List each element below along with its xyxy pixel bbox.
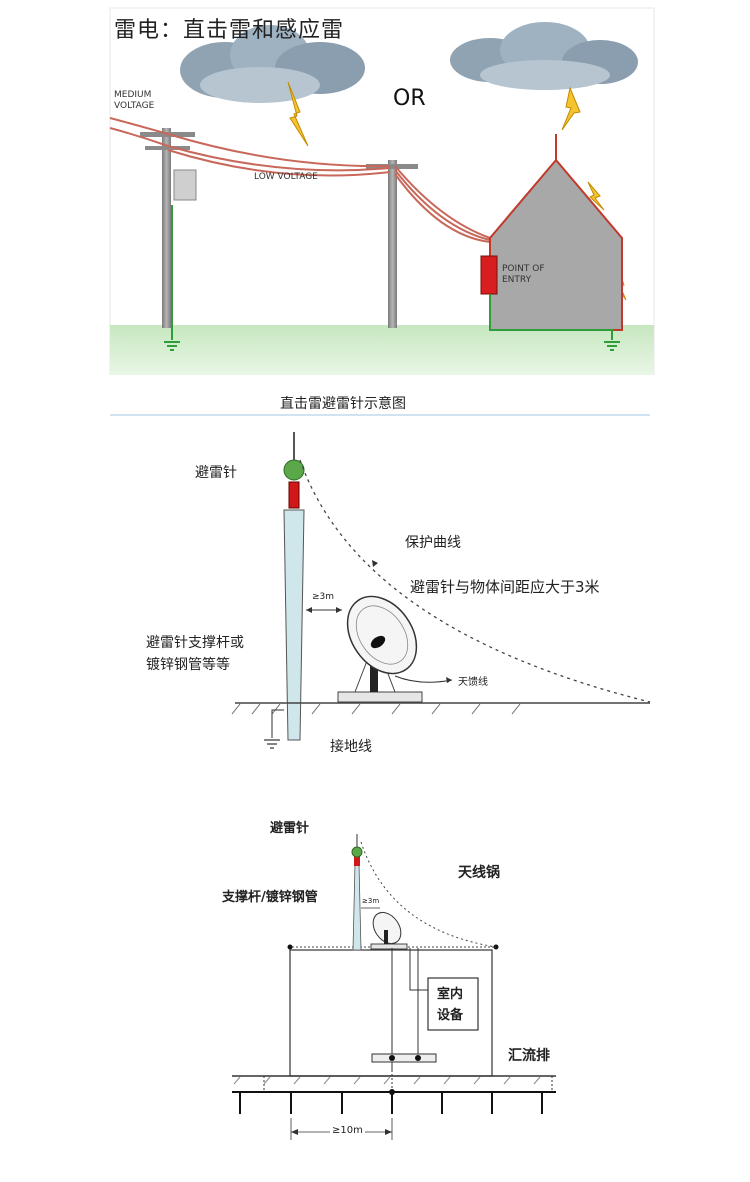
panel2-title: 直击雷避雷针示意图 bbox=[280, 396, 406, 412]
utility-pole-right bbox=[388, 160, 397, 328]
medium-voltage-label: MEDIUM VOLTAGE bbox=[114, 90, 154, 112]
lightning-bolt-icon bbox=[561, 86, 581, 131]
rod-ball-icon bbox=[283, 459, 305, 481]
low-voltage-label: LOW VOLTAGE bbox=[254, 172, 318, 182]
ground-strip bbox=[110, 325, 654, 375]
feeder-label: 天馈线 bbox=[458, 677, 488, 688]
rod-insulator bbox=[288, 481, 300, 509]
lightning-types-illustration bbox=[109, 7, 655, 375]
spacing-label: ≥10m bbox=[330, 1125, 365, 1136]
gap-label: ≥3m bbox=[362, 897, 380, 905]
protection-curve bbox=[360, 841, 497, 948]
point-of-entry-box bbox=[480, 255, 498, 295]
medium-voltage-line2: VOLTAGE bbox=[114, 101, 155, 111]
utility-pole-left bbox=[162, 128, 171, 328]
antenna-dish-label: 天线锅 bbox=[458, 865, 500, 881]
support-label: 避雷针支撑杆或 镀锌钢管等等 bbox=[146, 632, 244, 676]
support-mast bbox=[352, 863, 362, 951]
ground-symbol-icon bbox=[604, 341, 620, 351]
medium-voltage-line1: MEDIUM bbox=[114, 90, 152, 100]
storm-cloud-right bbox=[450, 22, 638, 90]
ground-wire-label: 接地线 bbox=[330, 739, 372, 755]
ground-symbol-icon bbox=[164, 341, 180, 351]
indoor-equipment-label: 室内 设备 bbox=[437, 984, 463, 1026]
panel1-title: 雷电：直击雷和感应雷 bbox=[114, 18, 345, 43]
point-of-entry-line1: POINT OF bbox=[502, 264, 545, 274]
indoor-equipment-box bbox=[427, 977, 479, 1031]
busbar bbox=[371, 1053, 437, 1063]
transformer bbox=[173, 169, 197, 201]
lightning-rod-diagram: 直击雷避雷针示意图 避雷针 保护曲线 避雷针与物体间距应大于3米 ≥3m 避雷针… bbox=[0, 380, 750, 780]
protection-curve-label: 保护曲线 bbox=[405, 535, 461, 551]
protection-curve bbox=[299, 459, 651, 703]
lightning-rod-label: 避雷针 bbox=[270, 821, 310, 836]
rod-ball-icon bbox=[351, 846, 363, 858]
support-mast bbox=[283, 509, 305, 741]
gap-label: ≥3m bbox=[312, 592, 335, 602]
rooftop-protection-illustration bbox=[232, 834, 556, 1140]
point-of-entry-line2: ENTRY bbox=[502, 275, 532, 285]
storm-cloud-left bbox=[180, 25, 365, 103]
support-line1: 避雷针支撑杆或 bbox=[146, 635, 244, 651]
rooftop-protection-diagram: 避雷针 天线锅 支撑杆/镀锌钢管 ≥3m 室内 设备 汇流排 ≥10m bbox=[0, 780, 750, 1182]
distance-rule-label: 避雷针与物体间距应大于3米 bbox=[410, 578, 600, 596]
lightning-bolt-icon bbox=[587, 181, 605, 211]
or-label: OR bbox=[393, 86, 426, 111]
indoor-line1: 室内 bbox=[437, 987, 464, 1002]
busbar-label: 汇流排 bbox=[508, 1048, 550, 1064]
point-of-entry-label: POINT OF ENTRY bbox=[502, 264, 545, 286]
lightning-rod-label: 避雷针 bbox=[195, 465, 237, 481]
lightning-bolt-icon bbox=[287, 81, 309, 147]
satellite-dish bbox=[370, 911, 408, 950]
power-wires bbox=[109, 117, 491, 243]
ground-symbol-icon bbox=[264, 739, 280, 749]
indoor-line2: 设备 bbox=[437, 1008, 464, 1023]
support-line2: 镀锌钢管等等 bbox=[146, 657, 230, 673]
lightning-rod-illustration bbox=[110, 414, 651, 749]
lightning-types-panel: 雷电：直击雷和感应雷 MEDIUM VOLTAGE OR LOW VOLTAGE… bbox=[0, 0, 750, 380]
satellite-dish bbox=[337, 595, 423, 703]
support-label: 支撑杆/镀锌钢管 bbox=[222, 890, 318, 905]
